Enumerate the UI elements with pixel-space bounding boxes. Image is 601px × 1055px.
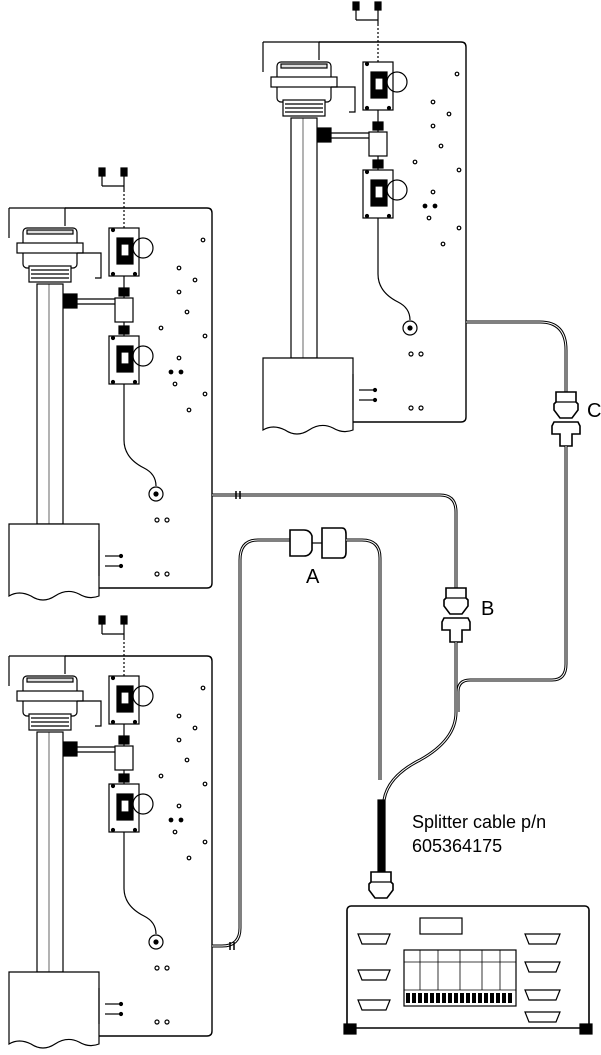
- cable-b: [212, 491, 471, 712]
- cable-c: [456, 320, 581, 712]
- cable-a: [212, 527, 382, 950]
- splitter-caption: Splitter cable p/n 605364175: [412, 810, 546, 858]
- caption-line-2: 605364175: [412, 836, 503, 856]
- caption-line-1: Splitter cable p/n: [412, 812, 547, 832]
- splitter-merge: [368, 711, 458, 899]
- instrument-box: [343, 905, 593, 1035]
- connector-b-label: B: [481, 598, 495, 620]
- detector-assembly-middle: [8, 167, 213, 601]
- connector-c-label: C: [587, 400, 601, 422]
- connector-a-label: A: [306, 566, 320, 588]
- detector-assembly-bottom: [8, 615, 213, 1049]
- detector-assembly-top: [262, 1, 467, 435]
